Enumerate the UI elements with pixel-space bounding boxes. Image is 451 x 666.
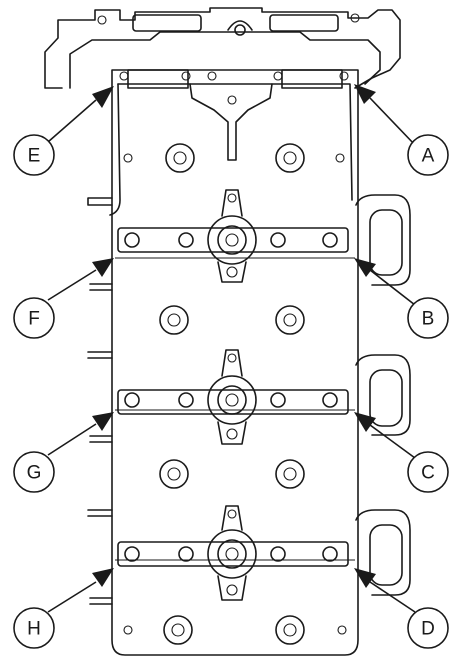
camshaft-caps	[117, 189, 349, 601]
callout-b: B	[407, 297, 449, 339]
callout-label: A	[422, 146, 435, 167]
callout-c: C	[407, 451, 449, 493]
callout-label: H	[27, 619, 41, 640]
callout-e: E	[13, 134, 55, 176]
callout-d: D	[407, 607, 449, 649]
callout-label: E	[28, 146, 41, 167]
side-ports	[355, 194, 411, 596]
callout-f: F	[13, 297, 55, 339]
port-circles	[123, 143, 347, 645]
callout-label: C	[421, 463, 435, 484]
callout-h: H	[13, 607, 55, 649]
left-studs	[87, 197, 113, 605]
top-cover-outline	[44, 7, 401, 89]
callout-a: A	[407, 134, 449, 176]
callout-g: G	[13, 451, 55, 493]
callout-label: G	[27, 463, 42, 484]
leader-arrows	[47, 84, 416, 613]
head-body	[109, 69, 359, 656]
callout-label: F	[28, 309, 40, 330]
callout-label: D	[421, 619, 435, 640]
callout-label: B	[422, 309, 435, 330]
